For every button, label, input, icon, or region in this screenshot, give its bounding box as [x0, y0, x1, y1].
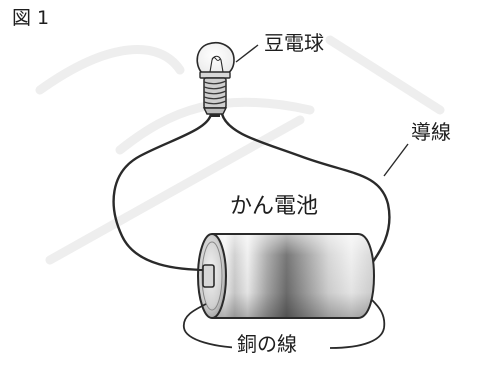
- copper-label-backdrop: [232, 336, 330, 360]
- dry-cell-label: かん電池: [230, 194, 319, 219]
- leader-wire: [383, 143, 409, 177]
- wire-right: [220, 112, 391, 268]
- dry-cell: [197, 233, 376, 319]
- leader-bulb: [235, 44, 259, 63]
- figure-title: 図 1: [12, 7, 50, 29]
- bulb-label: 豆電球: [264, 31, 324, 55]
- wire-left: [112, 112, 213, 272]
- wire-label: 導線: [411, 120, 451, 144]
- light-bulb: [196, 42, 235, 117]
- copper-wire-label: 銅の線: [237, 332, 297, 356]
- watermark: [35, 35, 445, 265]
